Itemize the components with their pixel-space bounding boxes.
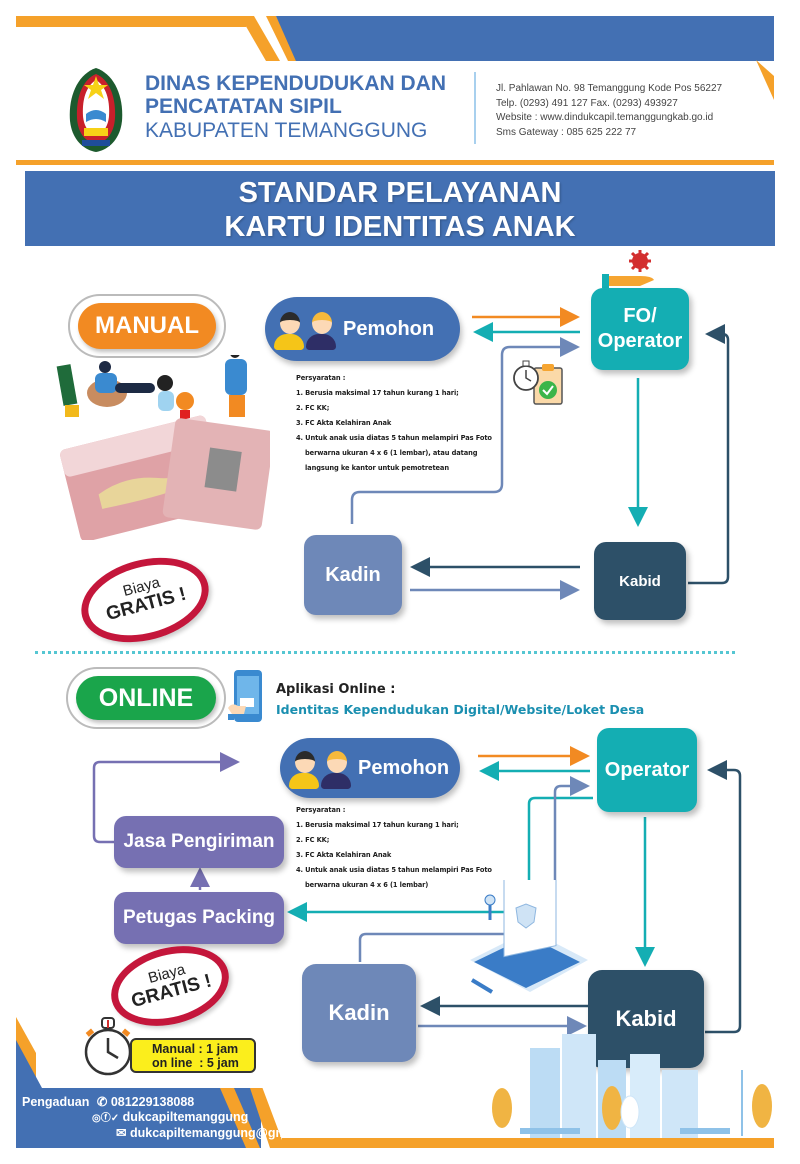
header-divider (474, 72, 476, 144)
title-line1: STANDAR PELAYANAN (238, 177, 562, 209)
section-divider (35, 651, 735, 654)
contact-address: Jl. Pahlawan No. 98 Temanggung Kode Pos … (496, 83, 723, 94)
applicant-label: Pemohon (358, 756, 450, 779)
contact-website: Website : www.dindukcapil.temanggungkab.… (496, 112, 714, 123)
email-icon: ✉ (116, 1126, 127, 1140)
time-manual: Manual : 1 jam (152, 1042, 239, 1056)
requirement-item: 3. FC Akta Kelahiran Anak (296, 418, 392, 427)
email-address[interactable]: dukcapiltemanggung@gmail.com (129, 1126, 330, 1140)
kia-card-illustration (56, 355, 270, 540)
header-corner-accent (756, 60, 774, 100)
org-name-line1: DINAS KEPENDUDUKAN DAN (145, 72, 447, 95)
service-time-box: Manual : 1 jam on line : 5 jam (130, 1038, 256, 1073)
manual-kadin-box: Kadin (304, 535, 402, 615)
requirement-item: 4. Untuk anak usia diatas 5 tahun melamp… (296, 433, 492, 442)
online-app-channels: Identitas Kependudukan Digital/Website/L… (276, 702, 645, 717)
contact-phone: Telp. (0293) 491 127 Fax. (0293) 493927 (496, 97, 678, 109)
footer-contacts: Pengaduan ✆ 081229138088 ◎ⓕ✓ dukcapiltem… (22, 1095, 330, 1141)
org-name: DINAS KEPENDUDUKAN DAN PENCATATAN SIPIL (145, 72, 446, 118)
social-handle: ◎ⓕ✓ dukcapiltemanggung (22, 1110, 330, 1126)
whatsapp-icon: ✆ (96, 1095, 108, 1109)
time-online: on line : 5 jam (152, 1056, 239, 1070)
requirement-item: 2. FC KK; (296, 403, 330, 412)
regency-logo-icon (69, 68, 123, 152)
online-requirements: Persyaratan : 1. Berusia maksimal 17 tah… (296, 802, 492, 892)
title-line2: KARTU IDENTITAS ANAK (224, 211, 576, 243)
service-gear-hand-icon (602, 250, 654, 288)
contact-sms: Sms Gateway : 085 625 222 77 (496, 126, 637, 138)
email-contact: ✉ dukcapiltemanggung@gmail.com (22, 1126, 330, 1141)
manual-applicant-box: Pemohon (265, 297, 460, 361)
online-kabid-box: Kabid (588, 970, 704, 1068)
online-badge: ONLINE (76, 676, 216, 720)
manual-free-badge: Biaya GRATIS ! (71, 544, 219, 656)
online-app-title: Aplikasi Online : (276, 682, 396, 697)
header-blue-band (276, 16, 774, 61)
org-name-line2: PENCATATAN SIPIL (145, 95, 342, 118)
requirement-item: 4. Untuk anak usia diatas 5 tahun melamp… (296, 865, 492, 874)
manual-operator-box: FO/ Operator (591, 288, 689, 370)
footer-contact-band (16, 1088, 261, 1148)
online-applicant-box: Pemohon (280, 738, 460, 798)
requirement-item: 1. Berusia maksimal 17 tahun kurang 1 ha… (296, 820, 459, 829)
complaint-label: Pengaduan (22, 1095, 90, 1109)
page-title: STANDAR PELAYANAN KARTU IDENTITAS ANAK (25, 171, 775, 246)
requirement-item: 3. FC Akta Kelahiran Anak (296, 850, 392, 859)
requirements-title: Persyaratan : (296, 373, 346, 382)
requirement-item: 1. Berusia maksimal 17 tahun kurang 1 ha… (296, 388, 459, 397)
instagram-facebook-twitter-icons: ◎ⓕ✓ (92, 1113, 120, 1124)
stopwatch-checklist-icon (513, 360, 563, 405)
complaint-phone-number[interactable]: 081229138088 (110, 1095, 195, 1109)
org-regency: KABUPATEN TEMANGGUNG (145, 119, 428, 142)
arrow-kabid-to-operator-online (705, 760, 742, 1034)
laptop-document-illustration (470, 880, 588, 994)
manual-kabid-box: Kabid (594, 542, 686, 620)
city-skyline-illustration (492, 1034, 772, 1138)
requirements-title: Persyaratan : (296, 805, 346, 814)
footer-orange-bar (282, 1138, 774, 1148)
requirement-item-cont: berwarna ukuran 4 x 6 (1 lembar), atau d… (305, 448, 478, 457)
header-orange-bar (16, 16, 246, 27)
online-kadin-box: Kadin (302, 964, 416, 1062)
stopwatch-icon (84, 1017, 132, 1076)
header-underline (16, 160, 774, 165)
manual-requirements: Persyaratan : 1. Berusia maksimal 17 tah… (296, 370, 492, 475)
packing-officer-box: Petugas Packing (114, 892, 284, 944)
social-handle-text[interactable]: dukcapiltemanggung (122, 1110, 249, 1124)
operator-label-line2: Operator (597, 330, 683, 352)
applicant-label: Pemohon (343, 317, 435, 340)
manual-badge: MANUAL (78, 303, 216, 349)
applicant-avatars-icon (288, 749, 352, 789)
complaint-phone: Pengaduan ✆ 081229138088 (22, 1095, 330, 1110)
shipping-service-box: Jasa Pengiriman (114, 816, 284, 868)
applicant-avatars-icon (273, 310, 337, 350)
contact-info: Jl. Pahlawan No. 98 Temanggung Kode Pos … (496, 82, 722, 140)
operator-label-line1: FO/ (623, 305, 657, 327)
requirement-item: 2. FC KK; (296, 835, 330, 844)
requirement-item-cont: berwarna ukuran 4 x 6 (1 lembar) (305, 880, 429, 889)
arrow-kabid-to-operator (688, 324, 730, 585)
online-operator-box: Operator (597, 728, 697, 812)
requirement-item-cont: langsung ke kantor untuk pemotretean (305, 463, 449, 472)
mobile-app-icon (228, 670, 262, 722)
